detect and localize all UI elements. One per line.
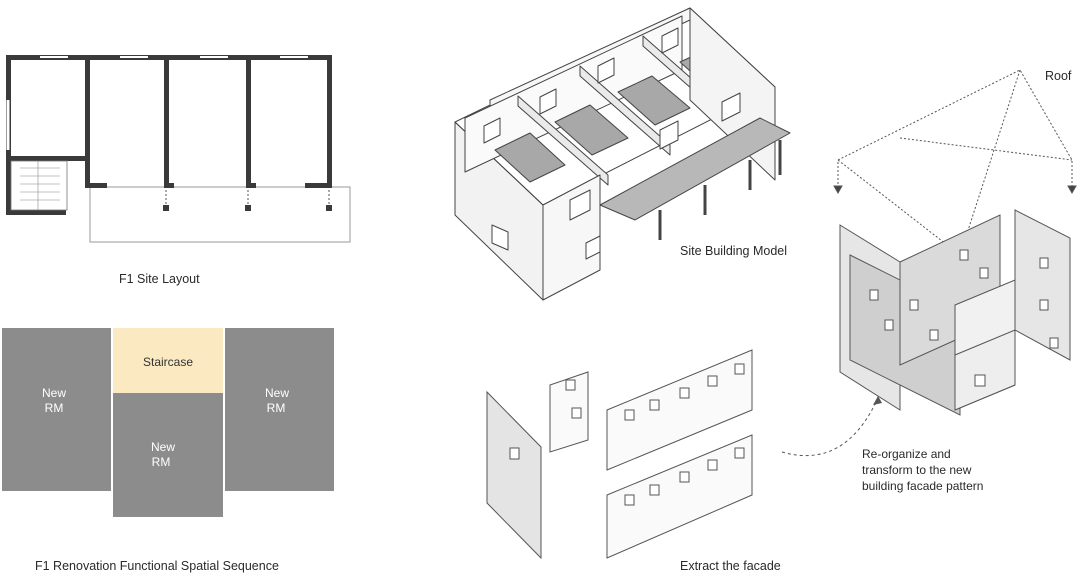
extract-facade-caption: Extract the facade — [680, 559, 781, 573]
roof-caption: Roof — [1045, 69, 1072, 83]
new-facade-assembly — [833, 69, 1077, 416]
site-layout-caption: F1 Site Layout — [119, 272, 200, 286]
center-room-block — [113, 393, 223, 517]
right-room-label-1: New — [265, 386, 289, 400]
spatial-sequence-diagram: New RM Staircase New RM New RM — [2, 328, 334, 517]
reorganize-arrow — [781, 397, 879, 456]
staircase-label: Staircase — [143, 355, 193, 369]
reorganize-note-line-2: transform to the new — [862, 463, 972, 477]
extracted-facade-panels — [486, 349, 753, 560]
staircase-block — [113, 328, 223, 393]
site-layout-plan — [6, 55, 351, 243]
left-room-block — [2, 328, 111, 491]
site-model-caption: Site Building Model — [680, 244, 788, 258]
right-room-block — [225, 328, 334, 491]
spatial-sequence-caption: F1 Renovation Functional Spatial Sequenc… — [35, 559, 279, 573]
site-building-model — [454, 7, 791, 301]
reorganize-note: Re-organize and transform to the new bui… — [862, 446, 983, 494]
reorganize-arrowhead — [873, 396, 882, 405]
center-room-label-1: New — [151, 440, 175, 454]
center-room-label-2: RM — [152, 455, 171, 469]
left-room-label-1: New — [42, 386, 66, 400]
reorganize-note-line-3: building facade pattern — [862, 479, 984, 493]
left-room-label-2: RM — [45, 401, 64, 415]
right-room-label-2: RM — [267, 401, 286, 415]
reorganize-note-line-1: Re-organize and — [862, 447, 951, 461]
